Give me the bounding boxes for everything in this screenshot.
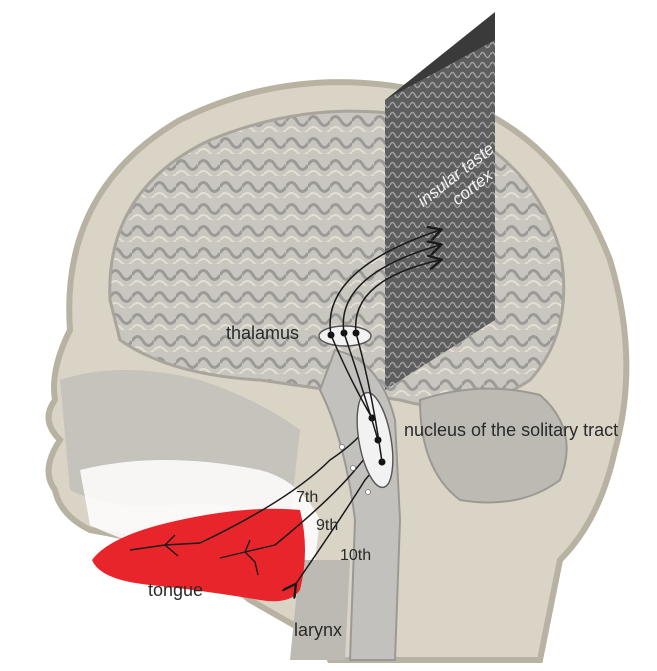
nerve-7-label: 7th	[296, 489, 318, 506]
larynx-label: larynx	[294, 620, 342, 640]
nucleus-label: nucleus of the solitary tract	[404, 420, 618, 440]
tongue-label: tongue	[148, 580, 203, 600]
nerve-10-label: 10th	[340, 547, 371, 564]
nerve-9-label: 9th	[316, 517, 338, 534]
thalamus-label: thalamus	[226, 323, 299, 343]
